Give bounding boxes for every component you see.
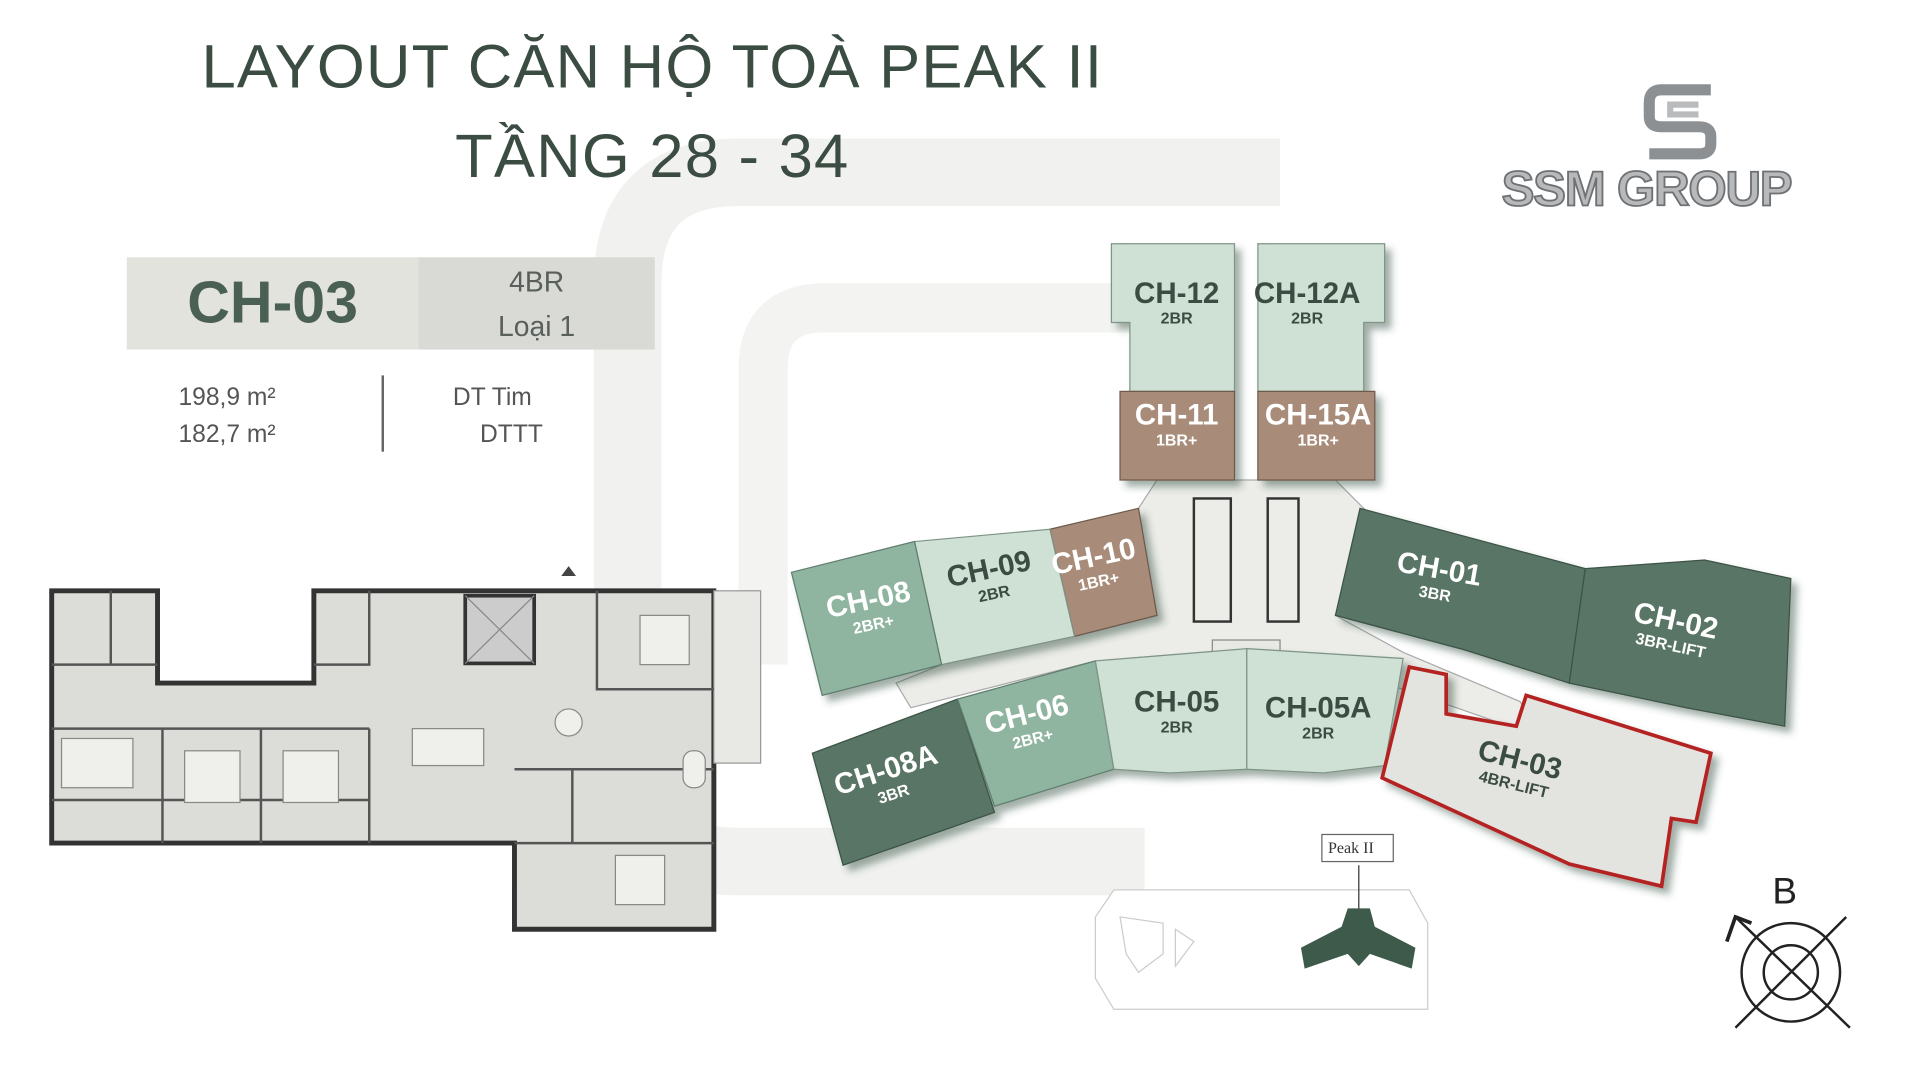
- unit-ch-15a: [1257, 390, 1376, 481]
- apartment-floor-plan: [49, 566, 762, 932]
- unit-code: CH-05: [1134, 685, 1219, 718]
- page-title-line2: TẦNG 28 - 34: [455, 121, 850, 191]
- unit-code-badge: CH-03: [126, 257, 419, 350]
- unit-type: 4BR: [509, 265, 565, 298]
- unit-type: 2BR: [1291, 311, 1323, 328]
- minimap-label: Peak II: [1328, 838, 1374, 857]
- unit-ch-08a: [811, 698, 996, 867]
- area-tt-label: DTTT: [480, 420, 543, 449]
- unit-type: 1BR+: [1298, 433, 1339, 450]
- unit-ch-11: [1119, 390, 1236, 481]
- unit-ch-05a: [1246, 647, 1404, 774]
- area-tt-value: 182,7 m²: [178, 420, 276, 449]
- unit-type: 2BR: [977, 583, 1012, 606]
- unit-code: CH-15A: [1265, 399, 1372, 432]
- unit-ch-08: [790, 540, 943, 697]
- unit-ch-05: [1094, 647, 1248, 774]
- entrance-marker-icon: [561, 566, 577, 577]
- unit-type: 2BR: [1161, 311, 1193, 328]
- unit-category: Loại 1: [498, 310, 576, 343]
- unit-type: 2BR: [1161, 719, 1193, 736]
- unit-type: 3BR: [1417, 583, 1452, 605]
- divider: [381, 375, 385, 452]
- site-minimap: [1094, 833, 1429, 1010]
- unit-type: 2BR: [1302, 725, 1334, 742]
- area-tim-label: DT Tim: [452, 384, 532, 412]
- area-tim-value: 198,9 m²: [178, 384, 276, 412]
- unit-code: CH-12: [1134, 277, 1219, 310]
- unit-type: 1BR+: [1156, 433, 1197, 450]
- unit-ch-03: [1380, 664, 1713, 889]
- ssm-s-logo-icon: [1643, 84, 1717, 160]
- unit-code: CH-11: [1135, 399, 1219, 432]
- unit-ch-02: [1568, 559, 1792, 727]
- unit-type-badge: 4BR Loại 1: [418, 257, 655, 350]
- unit-ch-01: [1334, 507, 1586, 684]
- unit-code: CH-05A: [1265, 692, 1372, 725]
- page-title-line1: LAYOUT CĂN HỘ TOÀ PEAK II: [201, 32, 1104, 101]
- compass-icon: [1725, 914, 1851, 1029]
- compass-label: B: [1772, 871, 1797, 913]
- unit-code: CH-12A: [1254, 277, 1361, 310]
- logo-text: SSM GROUP: [1501, 162, 1794, 218]
